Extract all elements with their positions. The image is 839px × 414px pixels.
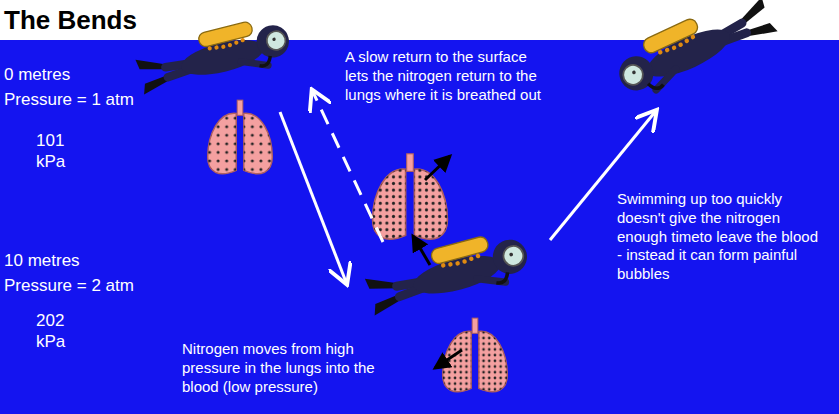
pressure-label: Pressure = 1 atm: [4, 89, 134, 110]
pressure-value: 202 kPa: [36, 310, 78, 353]
pressure-value: 101 kPa: [36, 130, 78, 173]
callout-note: Nitrogen moves from high pressure in the…: [182, 340, 414, 396]
callout-note: A slow return to the surface lets the ni…: [345, 48, 550, 104]
title: The Bends: [4, 4, 137, 37]
depth-label: 0 metres: [4, 64, 70, 85]
pressure-value: Pressure = 2 atm: [4, 275, 134, 296]
depth-label: 10 metres: [4, 250, 80, 271]
callout-note: Swimming up too quickly doesn't give the…: [617, 190, 822, 284]
